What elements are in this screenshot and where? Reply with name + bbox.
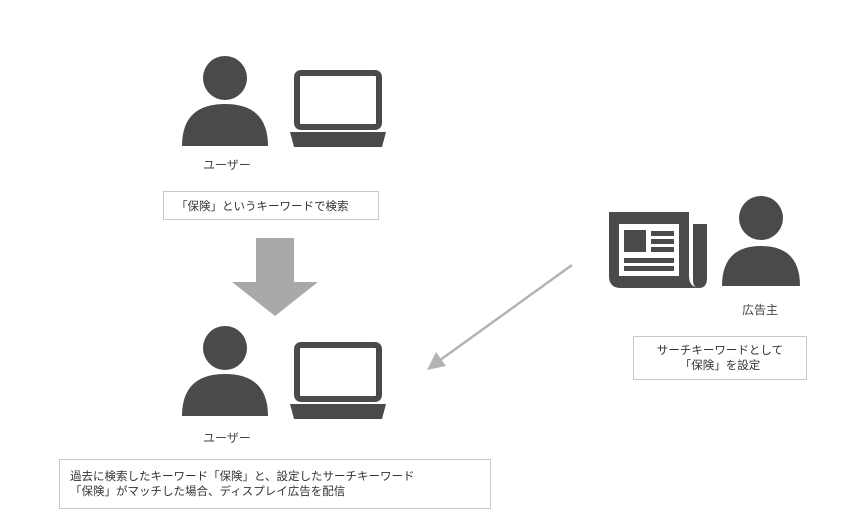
person-icon	[722, 196, 800, 286]
down-arrow-icon	[232, 238, 318, 316]
delivery-condition-note: 過去に検索したキーワード「保険」と、設定したサーチキーワード 「保険」がマッチし…	[59, 459, 491, 509]
advertiser-keyword-note: サーチキーワードとして 「保険」を設定	[633, 336, 807, 380]
user-label-top: ユーザー	[203, 158, 251, 172]
search-keyword-text: 「保険」というキーワードで検索	[176, 199, 349, 213]
delivery-condition-line-1: 過去に検索したキーワード「保険」と、設定したサーチキーワード	[70, 469, 415, 483]
search-keyword-note: 「保険」というキーワードで検索	[163, 191, 379, 220]
delivery-condition-line-2: 「保険」がマッチした場合、ディスプレイ広告を配信	[70, 484, 346, 498]
laptop-icon	[290, 70, 386, 147]
newspaper-icon	[609, 212, 707, 288]
advertiser-keyword-line-2: 「保険」を設定	[679, 358, 761, 372]
person-icon	[182, 326, 268, 416]
advertiser-label: 広告主	[742, 303, 779, 317]
user-label-bottom: ユーザー	[203, 431, 251, 445]
person-icon	[182, 56, 268, 146]
advertiser-keyword-line-1: サーチキーワードとして	[656, 343, 784, 357]
laptop-icon	[290, 342, 386, 419]
